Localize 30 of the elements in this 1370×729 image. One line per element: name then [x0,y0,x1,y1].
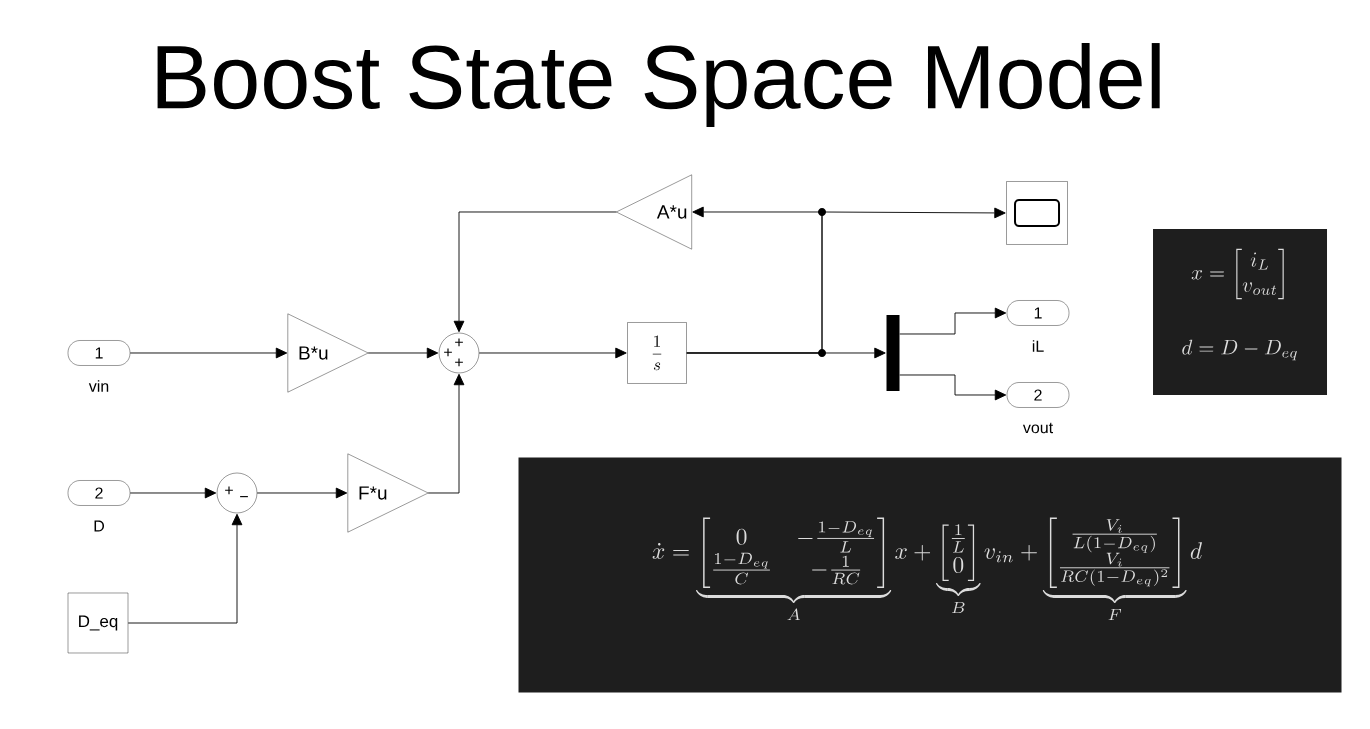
port-block: 2 vout [1006,382,1070,434]
node-label: iL [1032,340,1044,352]
port-block: 2 D [67,480,131,532]
formula-panel: $\dot{x} = \underbrace{\begin{bmatrix} 0 & -\frac{1-D_{eq}}{L} \\ \frac{1-D_{eq}}{C} & -\frac{1}{RC} \end{bmatrix}}_{A} x + \underbrace{\begin{bmatrix} \frac{1}{L} \\ 0 \end{bmatrix}}_{B} v_{in} + \underbrace{\begin{bmatrix} \frac{V_i}{L(1-D_{eq})} \\ \frac{V_i}{RC(1-D_{eq})^2} \end{bmatrix}}_{F} d$ [518,457,1342,693]
port-block: 1 vin [67,340,131,392]
constant-block: D_eq [67,592,129,654]
node-label: D [94,520,105,532]
arrow [478,347,627,359]
sum-block: + + + [438,332,480,374]
gain-block: A*u [616,174,692,250]
gain-block: B*u [287,313,369,393]
arrow [427,373,465,494]
arrow [367,347,439,359]
node-label: vout [1022,422,1054,434]
port-block: 1 iL [1006,300,1070,352]
arrow [899,374,1007,401]
arrow [453,211,617,333]
scope-block [1006,181,1068,245]
arrow [129,347,288,359]
arrow [127,513,243,624]
arrow [256,487,348,499]
node-label: vin [88,380,109,392]
title: Boost State Space Model [157,43,1160,127]
arrow [899,307,1007,335]
sum-block: + − [216,472,258,514]
integrator-block: $\frac{1}{s}$ [627,322,687,384]
formula-panel: $x = \begin{bmatrix} i_L \\ v_{out} \end{bmatrix}$ $d = D - D_{eq}$ [1153,229,1327,395]
arrow [129,487,217,499]
gain-block: F*u [347,453,429,533]
arrow [686,347,886,359]
